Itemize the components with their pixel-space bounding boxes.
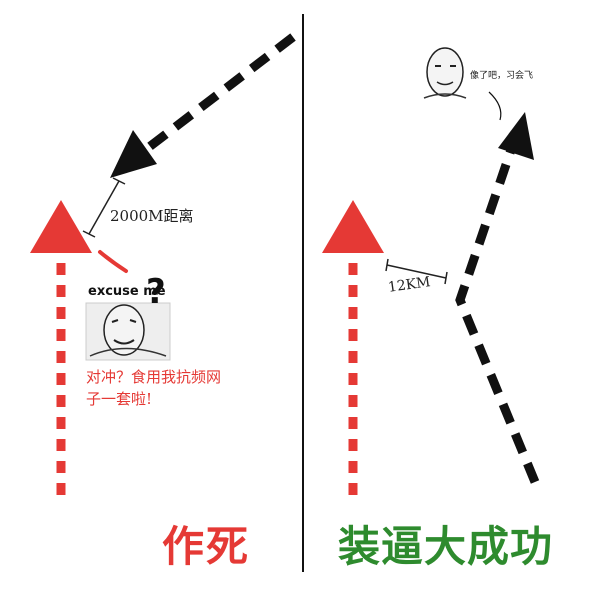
smirking-face-meme-icon <box>423 47 467 99</box>
black-arrow-right <box>455 112 540 484</box>
red-caption-line-1: 对冲？食用我抗频网 <box>86 368 222 386</box>
title-right: 装逼大成功 <box>338 522 554 571</box>
red-caption: 对冲？食用我抗频网 子一套啦! <box>86 366 221 410</box>
red-caption-line-2: 子一套啦! <box>86 390 153 408</box>
distance-bracket-left <box>82 177 126 238</box>
question-mark-text: ? <box>146 272 166 312</box>
distance-bracket-right <box>385 258 448 285</box>
red-scribble <box>98 250 128 273</box>
black-arrow-left <box>110 33 296 178</box>
red-arrow-left <box>30 200 92 495</box>
red-arrow-right <box>322 200 384 495</box>
excuse-me-text: excuse me <box>88 284 166 299</box>
rage-face-meme-icon <box>85 302 171 361</box>
title-left: 作死 <box>162 522 251 571</box>
meme-pointer-line <box>488 91 502 121</box>
meme-right-caption: 像了吧，习会飞 <box>470 71 534 81</box>
distance-label-left: 2000M距离 <box>110 207 194 225</box>
